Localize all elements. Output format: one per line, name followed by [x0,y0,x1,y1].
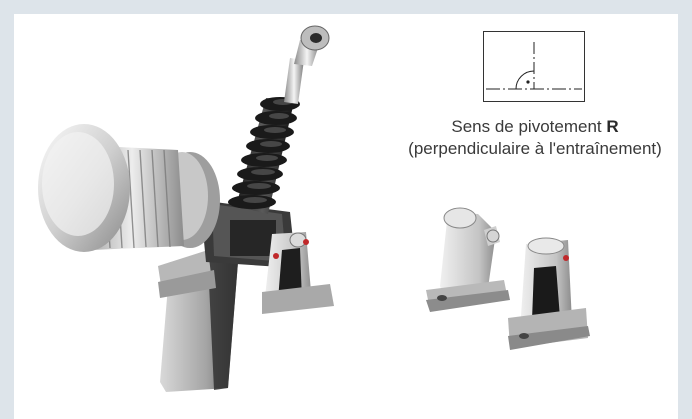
caption-symbol: R [606,117,619,136]
motor-end-cap [38,124,130,252]
pivot-bracket-pair-illustration [426,207,590,350]
right-angle-pivot-icon [486,42,582,90]
figure-caption: Sens de pivotement R (perpendiculaire à … [386,116,684,160]
caption-line-2: (perpendiculaire à l'entraînement) [408,139,662,158]
actuator-pivot-bracket [262,232,334,314]
caption-prefix: Sens de pivotement [451,117,607,136]
left-bracket [158,250,216,298]
pivot-symbol-frame [483,31,585,102]
caption-line-1: Sens de pivotement R [386,116,684,138]
bracket-right [508,237,590,350]
bellows [228,97,300,214]
rod-end-eye [284,25,330,104]
bracket-left [426,207,510,312]
